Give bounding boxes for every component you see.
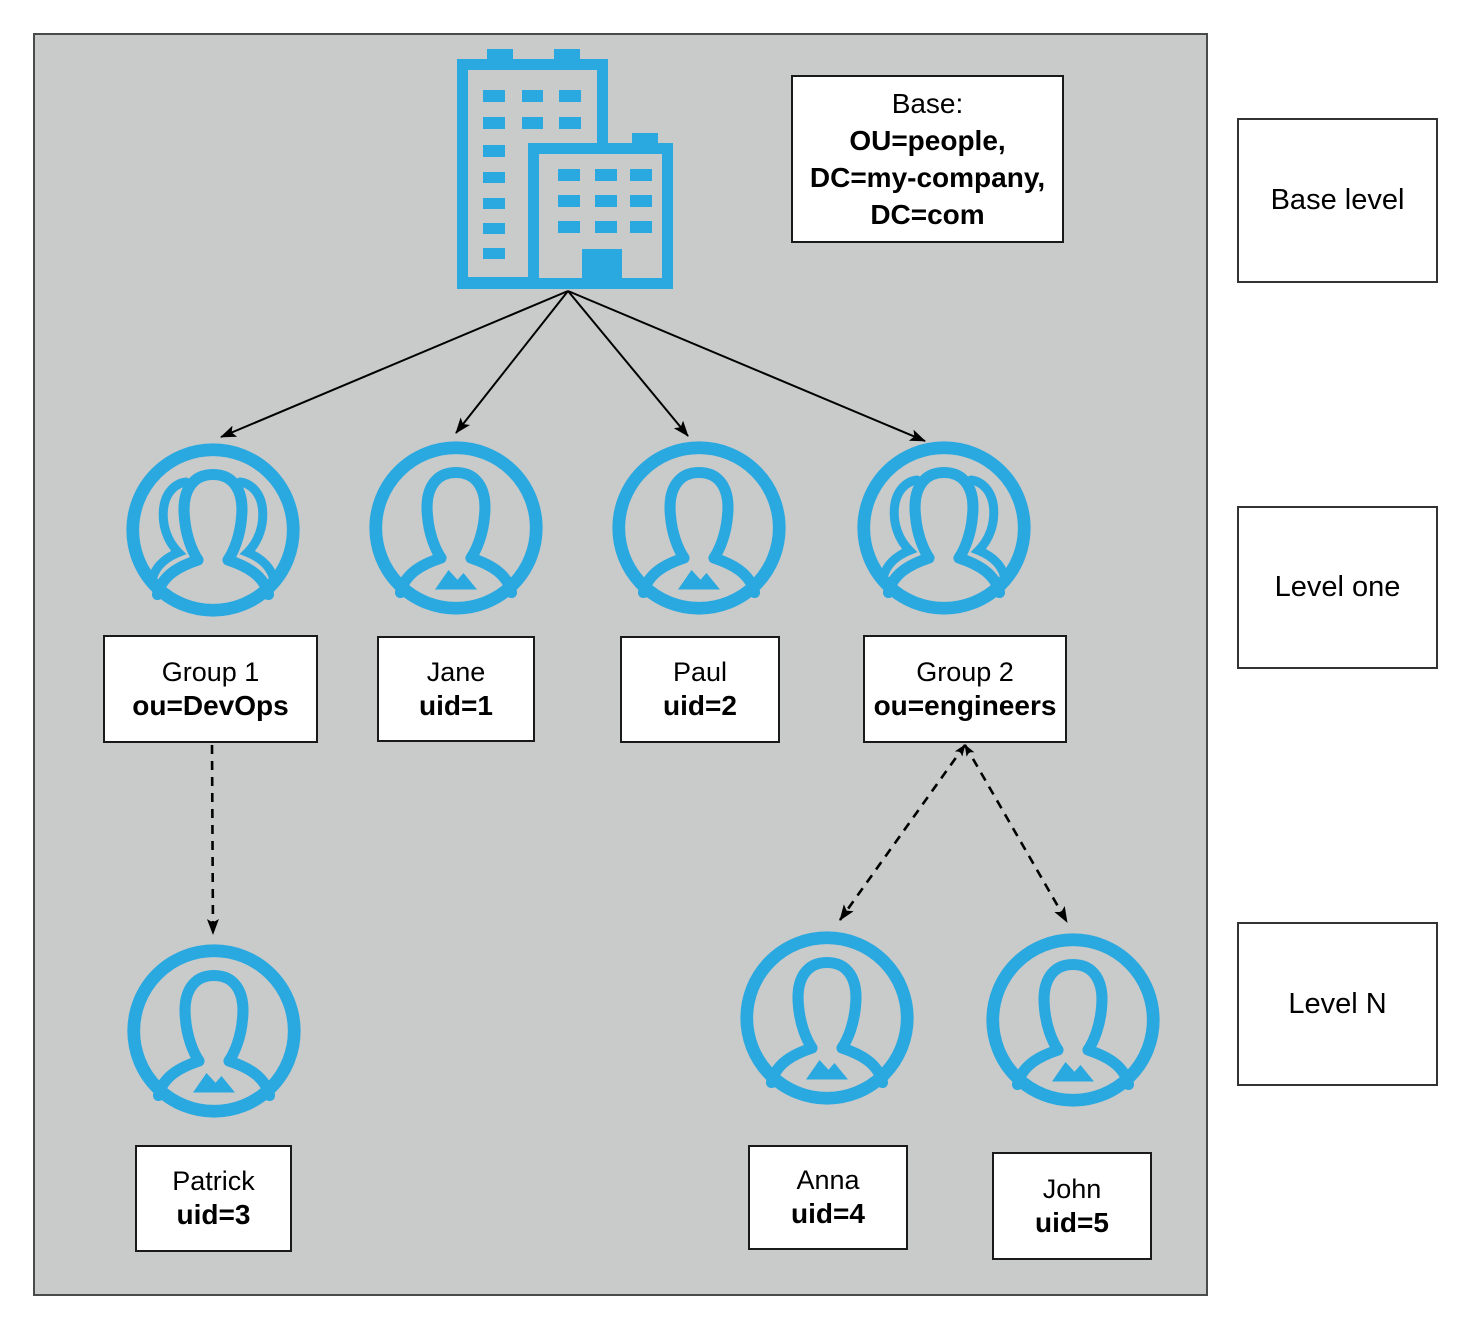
- jane-name: Jane: [426, 656, 486, 687]
- paul-box: Paul uid=2: [620, 636, 780, 743]
- level-n-label: Level N: [1288, 987, 1387, 1020]
- base-level-label: Base level: [1270, 184, 1405, 216]
- paul-name: Paul: [672, 657, 728, 687]
- jane-box: Jane uid=1: [377, 636, 535, 742]
- anna-dn: uid=4: [791, 1198, 865, 1229]
- level-one-label-box: Level one: [1237, 506, 1438, 669]
- base-dn-line2: DC=my-company,: [809, 162, 1046, 193]
- patrick-box: Patrick uid=3: [135, 1145, 292, 1252]
- john-dn: uid=5: [1035, 1206, 1109, 1238]
- group-2-dn: ou=engineers: [873, 689, 1057, 721]
- base-dn-line3: DC=com: [870, 199, 985, 230]
- base-dn-box: Base: OU=people, DC=my-company, DC=com: [791, 75, 1064, 243]
- group-2-name: Group 2: [916, 656, 1014, 687]
- patrick-dn: uid=3: [176, 1199, 251, 1230]
- patrick-name: Patrick: [172, 1166, 255, 1196]
- anna-box: Anna uid=4: [748, 1145, 908, 1250]
- anna-user-icon: [737, 928, 917, 1108]
- john-user-icon: [983, 930, 1163, 1110]
- paul-dn: uid=2: [663, 690, 737, 721]
- base-level-label-box: Base level: [1237, 118, 1438, 283]
- level-n-label-box: Level N: [1237, 922, 1438, 1086]
- john-name: John: [1042, 1173, 1102, 1204]
- group-1-icon: [123, 440, 303, 620]
- level-one-label: Level one: [1274, 571, 1401, 603]
- paul-user-icon: [609, 438, 789, 618]
- group-1-dn: ou=DevOps: [132, 689, 289, 721]
- group-2-box: Group 2 ou=engineers: [863, 635, 1067, 743]
- jane-user-icon: [366, 438, 546, 618]
- base-dn-title: Base:: [891, 88, 964, 119]
- organization-buildings-icon: [457, 49, 673, 289]
- anna-name: Anna: [796, 1165, 860, 1195]
- john-box: John uid=5: [992, 1152, 1152, 1260]
- group-1-name: Group 1: [161, 656, 260, 687]
- patrick-user-icon: [124, 941, 304, 1121]
- group-1-box: Group 1 ou=DevOps: [103, 635, 318, 743]
- group-2-icon: [854, 438, 1034, 618]
- jane-dn: uid=1: [419, 689, 493, 721]
- base-dn-line1: OU=people,: [849, 125, 1006, 156]
